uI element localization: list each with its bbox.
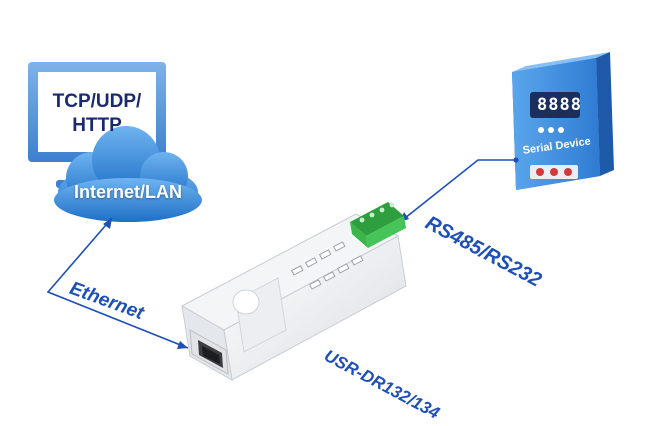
cloud-icon: [54, 126, 202, 222]
serial-device-display: 8888: [537, 95, 582, 115]
monitor-text-line2: HTTP: [72, 115, 122, 136]
serial-device-icon: [512, 52, 614, 190]
monitor-screen: TCP/UDP/ HTTP: [37, 90, 157, 138]
rs-connection-arrow: [399, 157, 519, 223]
monitor-text-line1: TCP/UDP/: [52, 91, 142, 112]
cloud-label: Internet/LAN: [74, 182, 182, 202]
terminal-block-connector: [350, 202, 406, 248]
ethernet-connection-arrow: [46, 217, 189, 349]
ethernet-port: [189, 329, 229, 375]
